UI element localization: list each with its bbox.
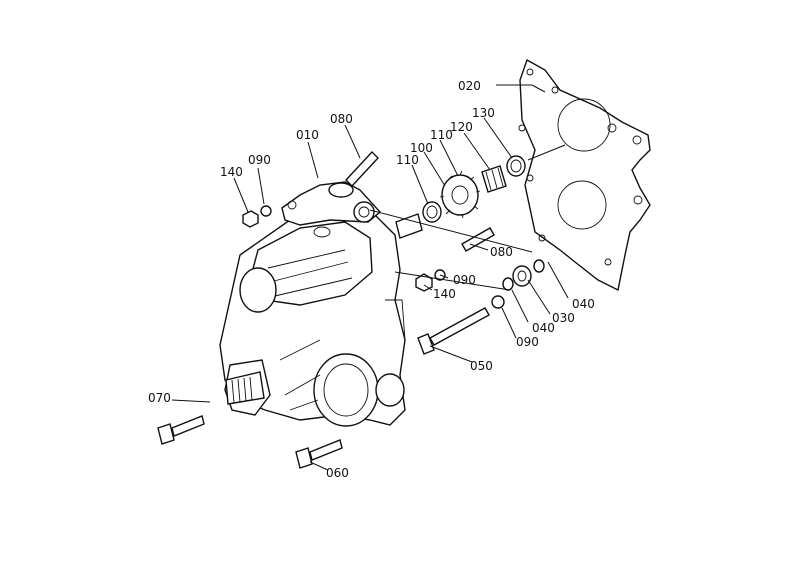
callout-090-mid: 090	[453, 273, 476, 287]
callout-labels: 020 080 010 130 120 110 100 110 140 090 …	[148, 79, 595, 480]
callout-090-left: 090	[248, 153, 271, 167]
callout-110-a: 110	[430, 128, 453, 142]
leader-lines	[171, 84, 569, 471]
callout-070: 070	[148, 391, 171, 405]
callout-130: 130	[472, 106, 495, 120]
callout-140-left: 140	[220, 165, 243, 179]
callout-020: 020	[458, 79, 481, 93]
callout-030: 030	[552, 311, 575, 325]
callout-110-b: 110	[396, 153, 419, 167]
callout-060: 060	[326, 466, 349, 480]
small-hardware	[157, 150, 545, 469]
callout-050: 050	[470, 359, 493, 373]
callout-010: 010	[296, 128, 319, 142]
gasket-plate	[518, 58, 651, 292]
callout-140-mid: 140	[433, 287, 456, 301]
callout-090-right: 090	[516, 335, 539, 349]
gear-assembly	[395, 155, 526, 239]
callout-080-mid: 080	[490, 245, 513, 259]
callout-040-mid: 040	[532, 321, 555, 335]
pump-housing	[219, 181, 406, 427]
callout-080-top: 080	[330, 112, 353, 126]
callout-100: 100	[410, 141, 433, 155]
callout-040-right: 040	[572, 297, 595, 311]
callout-120: 120	[450, 120, 473, 134]
